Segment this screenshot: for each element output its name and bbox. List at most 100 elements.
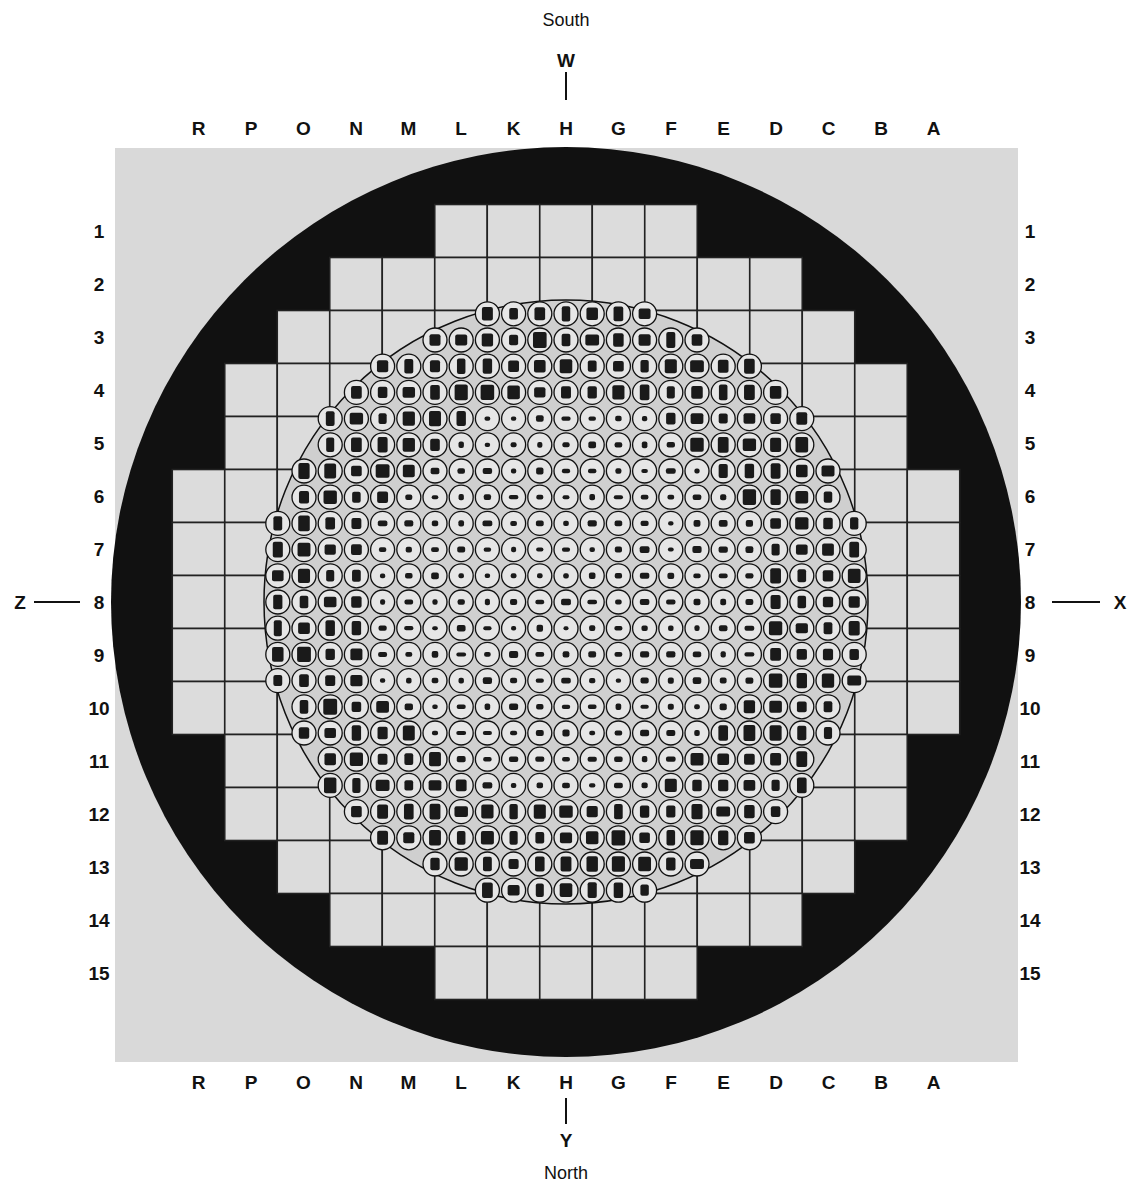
sample-mark	[770, 386, 782, 399]
sample-mark	[484, 417, 490, 421]
sample-mark	[562, 705, 570, 709]
fuel-assembly	[907, 576, 960, 629]
sample-circle	[423, 328, 447, 352]
sample-mark	[667, 442, 675, 447]
sample-circle	[528, 354, 552, 378]
sample-circle	[685, 747, 709, 771]
sample-circle	[606, 642, 630, 666]
sample-circle	[371, 407, 395, 431]
sample-mark	[822, 673, 834, 687]
sample-mark	[298, 463, 309, 479]
sample-circle	[606, 564, 630, 588]
sample-circle	[397, 721, 421, 745]
sample-circle	[292, 511, 316, 535]
sample-mark	[378, 437, 388, 453]
row-label: 13	[88, 858, 109, 877]
sample-mark	[588, 386, 597, 398]
sample-mark	[797, 726, 806, 741]
sample-circle	[685, 538, 709, 562]
sample-circle	[816, 459, 840, 483]
sample-mark	[351, 806, 362, 817]
sample-circle	[711, 590, 735, 614]
sample-mark	[743, 489, 756, 505]
sample-circle	[633, 590, 657, 614]
sample-circle	[816, 485, 840, 509]
sample-mark	[744, 385, 755, 400]
sample-mark	[587, 806, 598, 817]
sample-circle	[659, 695, 683, 719]
sample-circle	[528, 695, 552, 719]
sample-mark	[300, 700, 309, 714]
sample-mark	[481, 831, 494, 845]
sample-circle	[580, 511, 604, 535]
sample-circle	[475, 747, 499, 771]
sample-mark	[744, 359, 755, 374]
sample-circle	[502, 459, 526, 483]
sample-circle	[371, 380, 395, 404]
fuel-assembly	[225, 417, 278, 470]
sample-mark	[510, 678, 517, 684]
sample-mark	[823, 649, 833, 661]
sample-mark	[666, 332, 675, 348]
sample-circle	[475, 826, 499, 850]
sample-circle	[423, 511, 447, 535]
sample-mark	[455, 335, 467, 346]
sample-mark	[511, 468, 516, 473]
sample-mark	[667, 495, 674, 500]
sample-circle	[344, 538, 368, 562]
column-label: G	[611, 1073, 626, 1092]
sample-circle	[790, 433, 814, 457]
sample-circle	[737, 616, 761, 640]
sample-circle	[475, 878, 499, 902]
fuel-assembly	[435, 258, 488, 311]
sample-mark	[432, 521, 438, 527]
sample-mark	[509, 859, 519, 869]
sample-circle	[554, 747, 578, 771]
sample-circle	[580, 433, 604, 457]
sample-mark	[406, 547, 412, 553]
sample-mark	[616, 678, 621, 682]
sample-circle	[475, 721, 499, 745]
sample-circle	[528, 328, 552, 352]
sample-circle	[737, 459, 761, 483]
sample-circle	[685, 328, 709, 352]
sample-circle	[528, 878, 552, 902]
sample-circle	[659, 380, 683, 404]
sample-circle	[711, 800, 735, 824]
fuel-assembly	[855, 364, 908, 417]
sample-mark	[326, 570, 334, 581]
fuel-assembly	[645, 894, 698, 947]
sample-circle	[737, 590, 761, 614]
sample-mark	[457, 756, 466, 762]
sample-mark	[771, 806, 780, 817]
sample-circle	[266, 511, 290, 535]
sample-circle	[371, 511, 395, 535]
sample-mark	[770, 725, 782, 741]
sample-circle	[606, 459, 630, 483]
sample-mark	[795, 491, 808, 503]
sample-circle	[318, 407, 342, 431]
sample-circle	[449, 564, 473, 588]
sample-circle	[475, 642, 499, 666]
sample-mark	[352, 492, 361, 503]
sample-circle	[554, 485, 578, 509]
sample-mark	[536, 730, 544, 736]
row-label: 14	[88, 911, 109, 930]
sample-circle	[475, 354, 499, 378]
sample-circle	[659, 590, 683, 614]
fuel-assembly	[225, 788, 278, 841]
sample-circle	[344, 773, 368, 797]
sample-mark	[562, 442, 569, 447]
sample-circle	[528, 511, 552, 535]
sample-circle	[554, 695, 578, 719]
sample-circle	[633, 433, 657, 457]
fuel-assembly	[225, 364, 278, 417]
sample-circle	[711, 721, 735, 745]
sample-circle	[711, 433, 735, 457]
fuel-assembly	[855, 788, 908, 841]
sample-circle	[371, 354, 395, 378]
sample-circle	[790, 485, 814, 509]
sample-circle	[633, 564, 657, 588]
sample-mark	[405, 652, 412, 657]
